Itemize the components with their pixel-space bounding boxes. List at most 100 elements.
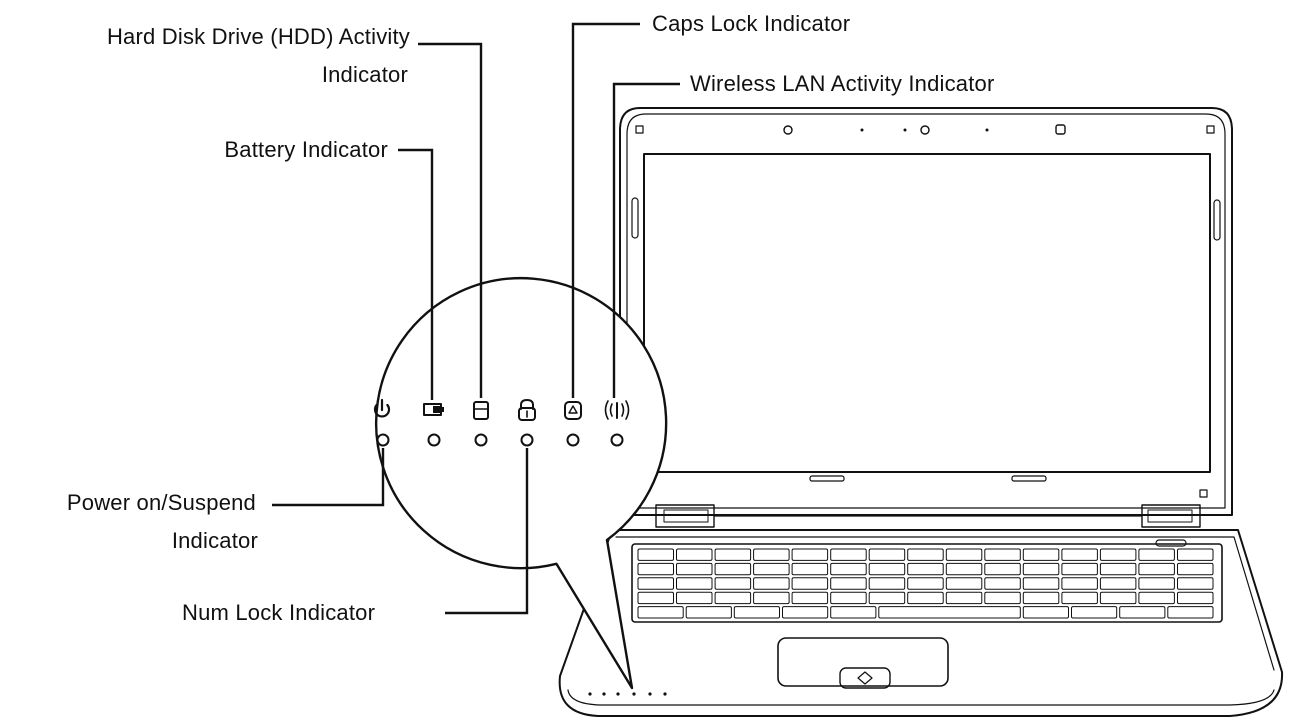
- keyboard-key: [791, 591, 829, 605]
- power-label-line2: Indicator: [171, 528, 258, 553]
- keyboard-key: [984, 577, 1021, 590]
- keyboard-key: [1177, 562, 1214, 576]
- keyboard-key: [1022, 591, 1060, 605]
- keyboard-key: [637, 577, 674, 590]
- num-lock-icon: [518, 399, 536, 421]
- keyboard-key: [685, 606, 732, 619]
- keyboard-key: [637, 606, 684, 619]
- keyboard-key: [1099, 548, 1137, 561]
- power-label-line1: Power on/Suspend: [66, 490, 256, 515]
- keyboard-key: [1061, 577, 1098, 590]
- keyboard-key: [714, 548, 752, 561]
- keyboard-key: [1071, 606, 1118, 619]
- keyboard-key: [1167, 606, 1214, 619]
- keyboard-key: [733, 606, 780, 619]
- wireless-icon: [604, 400, 630, 420]
- caps-lock-led: [566, 433, 580, 447]
- keyboard-key: [753, 591, 790, 605]
- num-lock-label: Num Lock Indicator: [182, 600, 376, 625]
- caps-lock-icon: [564, 401, 582, 420]
- laptop-base: [558, 529, 1284, 717]
- hdd-icon: [473, 401, 489, 420]
- wlan-leader-line: [612, 82, 680, 398]
- hdd-leader-line: [418, 42, 483, 398]
- keyboard-key: [1099, 562, 1137, 576]
- keyboard-key: [637, 562, 674, 576]
- keyboard-key: [830, 606, 877, 619]
- keyboard-key: [1138, 548, 1175, 561]
- magnifier-callout: [375, 277, 668, 690]
- hdd-led: [474, 433, 488, 447]
- keyboard-key: [945, 577, 983, 590]
- keyboard-key: [782, 606, 829, 619]
- keyboard-key: [907, 548, 944, 561]
- keyboard-key: [676, 548, 713, 561]
- keyboard-key: [1061, 562, 1098, 576]
- keyboard-key: [1061, 548, 1098, 561]
- keyboard-key: [830, 548, 867, 561]
- keyboard-key: [1061, 591, 1098, 605]
- keyboard: [631, 543, 1223, 623]
- caps-lock-label: Caps Lock Indicator: [652, 11, 851, 36]
- keyboard-key: [1099, 591, 1137, 605]
- keyboard-key: [714, 591, 752, 605]
- keyboard-key: [984, 548, 1021, 561]
- keyboard-key: [945, 562, 983, 576]
- keyboard-key: [1022, 606, 1069, 619]
- keyboard-key: [1177, 591, 1214, 605]
- keyboard-key: [676, 577, 713, 590]
- keyboard-key: [753, 577, 790, 590]
- keyboard-key: [868, 577, 906, 590]
- keyboard-key: [868, 562, 906, 576]
- keyboard-key: [1138, 562, 1175, 576]
- wlan-label: Wireless LAN Activity Indicator: [690, 71, 995, 96]
- led-row: [376, 433, 624, 447]
- keyboard-key: [637, 548, 674, 561]
- power-leader-line: [272, 448, 385, 507]
- hdd-label-line1: Hard Disk Drive (HDD) Activity: [106, 24, 410, 49]
- keyboard-key: [830, 591, 867, 605]
- caps-leader-line: [571, 22, 640, 398]
- keyboard-key: [868, 591, 906, 605]
- keyboard-key: [945, 548, 983, 561]
- keyboard-key: [1099, 577, 1137, 590]
- keyboard-key: [791, 577, 829, 590]
- keyboard-key: [945, 591, 983, 605]
- keyboard-key: [676, 591, 713, 605]
- laptop-lid: [619, 107, 1233, 516]
- keyboard-key: [1138, 591, 1175, 605]
- keyboard-key: [907, 562, 944, 576]
- keyboard-key: [868, 548, 906, 561]
- keyboard-key: [1022, 577, 1060, 590]
- keyboard-key: [714, 577, 752, 590]
- touchpad: [777, 637, 949, 687]
- keyboard-key: [1022, 562, 1060, 576]
- keyboard-key: [714, 562, 752, 576]
- wireless-led: [610, 433, 624, 447]
- laptop-screen: [643, 153, 1211, 473]
- power-icon: [373, 398, 391, 418]
- keyboard-key: [830, 577, 867, 590]
- keyboard-key: [1119, 606, 1166, 619]
- keyboard-key: [791, 562, 829, 576]
- keyboard-key: [1177, 548, 1214, 561]
- battery-leader-line: [398, 148, 434, 400]
- keyboard-key: [984, 591, 1021, 605]
- keyboard-key: [878, 606, 1021, 619]
- keyboard-key: [984, 562, 1021, 576]
- battery-label: Battery Indicator: [224, 137, 388, 162]
- laptop-hinges: [655, 504, 1201, 528]
- num-lock-led: [520, 433, 534, 447]
- keyboard-key: [907, 591, 944, 605]
- numlock-leader-line: [445, 448, 529, 615]
- power-led: [376, 433, 390, 447]
- webcam: [920, 125, 930, 135]
- keyboard-key: [1138, 577, 1175, 590]
- keyboard-key: [1177, 577, 1214, 590]
- battery-icon: [423, 403, 444, 416]
- keyboard-key: [1022, 548, 1060, 561]
- touchpad-button: [839, 667, 891, 689]
- keyboard-key: [791, 548, 829, 561]
